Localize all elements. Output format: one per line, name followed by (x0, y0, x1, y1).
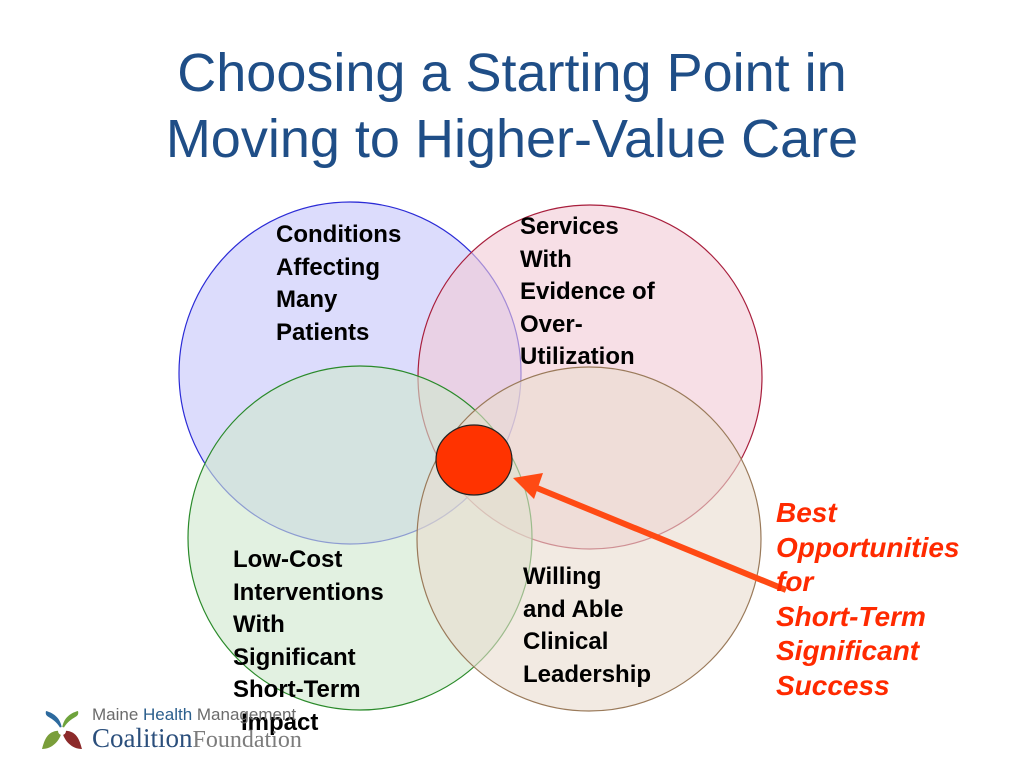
slide-title: Choosing a Starting Point in Moving to H… (0, 40, 1024, 172)
best-opportunities-callout: Best Opportunities for Short-Term Signif… (776, 497, 960, 701)
coalition-logo: Maine Health Management CoalitionFoundat… (40, 705, 340, 757)
label-services: Services With Evidence of Over- Utilizat… (520, 213, 655, 370)
leaf-logo-icon (42, 711, 82, 749)
callout-arrow-shaft (530, 483, 788, 593)
label-conditions: Conditions Affecting Many Patients (276, 221, 402, 346)
label-interventions: Low-Cost Interventions With Significant … (233, 546, 384, 736)
title-line-2: Moving to Higher-Value Care (165, 109, 859, 169)
logo-line-2: CoalitionFoundation (92, 723, 302, 753)
logo-line-1: Maine Health Management (92, 705, 297, 724)
label-leadership: Willing and Able Clinical Leadership (523, 563, 652, 688)
title-line-1: Choosing a Starting Point in (177, 43, 847, 103)
callout-arrow-head (513, 473, 543, 499)
center-opportunity-marker (435, 424, 513, 496)
